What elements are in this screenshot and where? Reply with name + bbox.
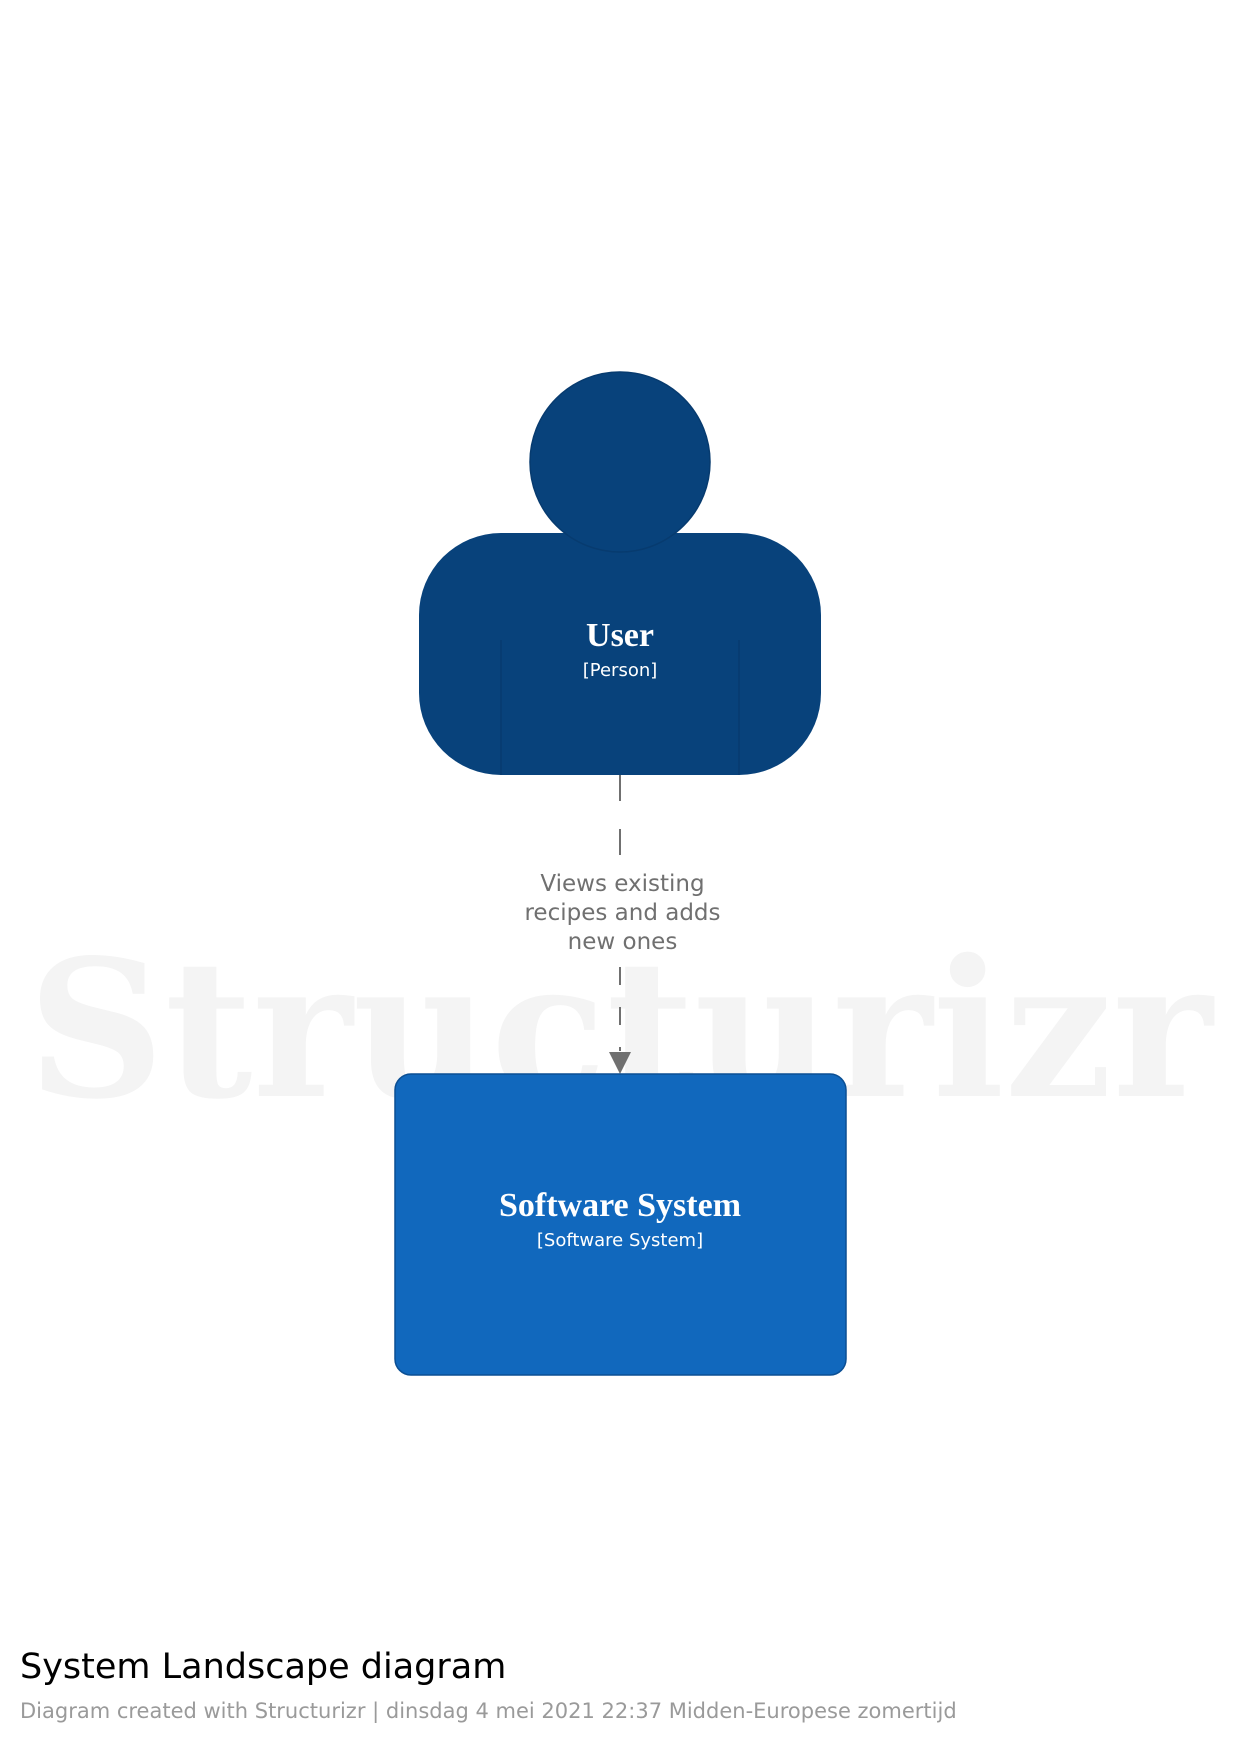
relationship-arrow[interactable] <box>609 775 631 1074</box>
relationship-description-line-3: new ones <box>567 929 678 955</box>
relationship-description: Views existing recipes and adds new ones <box>500 870 745 957</box>
user-type: [Person] <box>582 660 658 681</box>
software-system-name: Software System <box>498 1187 742 1224</box>
software-system-type: [Software System] <box>536 1230 704 1251</box>
relationship-description-line-2: recipes and adds <box>524 900 721 926</box>
relationship-description-line-1: Views existing <box>540 871 705 897</box>
software-system-label: Software System [Software System] <box>420 1187 820 1253</box>
user-body <box>419 533 821 775</box>
diagram-title: System Landscape diagram <box>20 1647 507 1687</box>
arrowhead-icon <box>609 1052 631 1074</box>
diagram-subtitle: Diagram created with Structurizr | dinsd… <box>20 1699 957 1723</box>
user-name: User <box>586 617 654 654</box>
user-head <box>529 371 711 553</box>
user-label: User [Person] <box>470 617 770 683</box>
software-system-box[interactable] <box>394 1073 847 1376</box>
user-person-shape[interactable] <box>419 371 821 775</box>
